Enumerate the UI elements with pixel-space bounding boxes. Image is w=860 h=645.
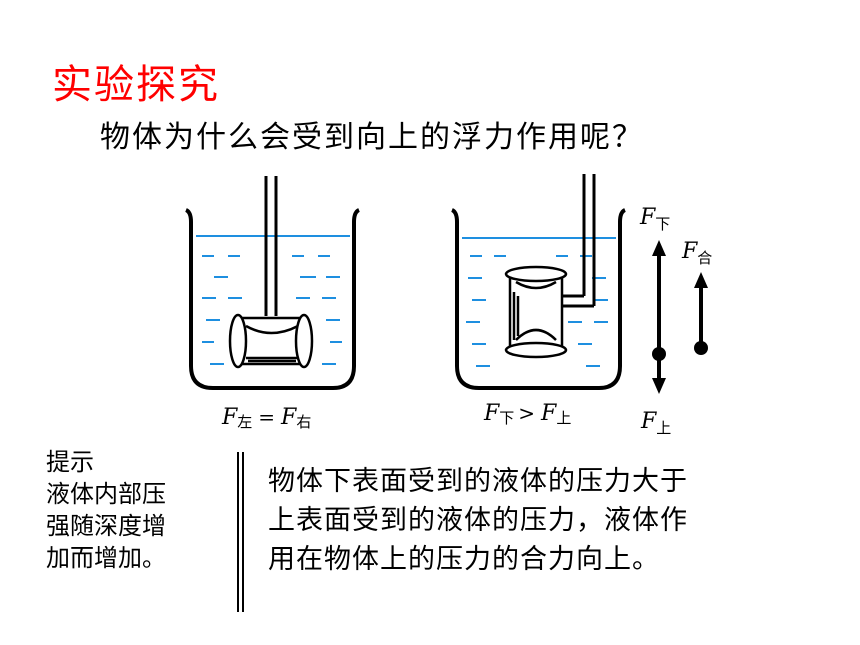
greater-sign: >	[518, 401, 535, 425]
right-cylinder	[504, 265, 568, 359]
divider-line	[237, 452, 239, 612]
explanation-line: 物体下表面受到的液体的压力大于	[268, 466, 688, 497]
hint-box: 提示 液体内部压 强随深度增 加而增加。	[46, 446, 166, 574]
right-beaker	[451, 174, 626, 390]
right-beaker-label: F下>F上	[483, 401, 571, 427]
force-sub-right: 右	[296, 413, 311, 431]
explanation-line: 上表面受到的液体的压力，液体作	[268, 505, 688, 536]
force-sub-left: 左	[237, 413, 252, 431]
left-beaker-label: F左=F右	[221, 405, 311, 431]
force-symbol: F	[540, 401, 557, 426]
left-water-dashes	[202, 255, 342, 365]
page-title: 实验探究	[52, 62, 220, 108]
arrow-label-top: F下	[639, 205, 670, 233]
explanation-line: 用在物体上的压力的合力向上。	[268, 544, 660, 575]
arrow-label-bottom: F上	[640, 409, 671, 437]
upward-arrowhead	[652, 240, 666, 256]
force-symbol: F	[221, 405, 238, 430]
right-tube	[562, 174, 596, 308]
arrow-label-resultant: F合	[681, 239, 712, 267]
left-beaker	[185, 176, 360, 390]
hint-line: 液体内部压	[46, 480, 166, 508]
divider-line	[242, 452, 244, 612]
left-tube	[264, 176, 278, 316]
force-sub-up: 上	[556, 409, 571, 427]
question-text: 物体为什么会受到向上的浮力作用呢？	[100, 120, 644, 155]
force-arrow-diagram	[652, 240, 708, 394]
hint-heading: 提示	[46, 448, 94, 476]
force-sub-down: 下	[499, 409, 514, 427]
resultant-arrowhead	[694, 272, 708, 288]
hint-line: 强随深度增	[46, 512, 166, 540]
force-origin-dot	[652, 347, 666, 361]
left-cylinder	[228, 313, 314, 369]
hint-line: 加而增加。	[46, 544, 166, 572]
explanation-text: 物体下表面受到的液体的压力大于 上表面受到的液体的压力，液体作 用在物体上的压力…	[268, 462, 788, 579]
equal-sign: =	[258, 405, 275, 429]
downward-arrowhead	[652, 378, 666, 394]
resultant-origin-dot	[694, 341, 708, 355]
force-symbol: F	[280, 405, 297, 430]
force-symbol: F	[483, 401, 500, 426]
